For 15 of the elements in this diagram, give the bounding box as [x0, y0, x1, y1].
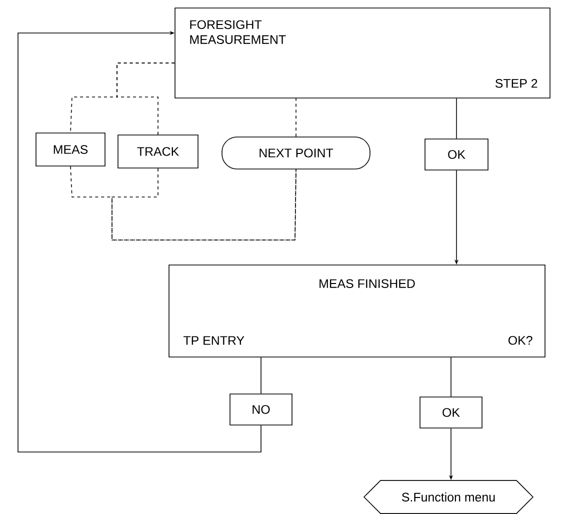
display-screen-box: FORESIGHT MEASUREMENT STEP 2 — [174, 8, 550, 98]
arrow — [18, 30, 262, 452]
key-button: OK — [420, 396, 482, 428]
dashed-connector — [70, 166, 296, 240]
dashed-connector — [116, 62, 175, 135]
connector-line — [450, 357, 452, 397]
display-screen-box: MEAS FINISHED TP ENTRY OK? — [168, 264, 546, 358]
key-button: NO — [230, 394, 292, 426]
key-button: OK — [424, 138, 488, 170]
dashed-connector — [112, 168, 296, 240]
connector-line — [260, 357, 262, 394]
connector-line — [456, 98, 457, 139]
key-button: NEXT POINT — [222, 136, 370, 170]
key-button: MEAS — [36, 132, 106, 166]
key-button: TRACK — [118, 134, 198, 168]
